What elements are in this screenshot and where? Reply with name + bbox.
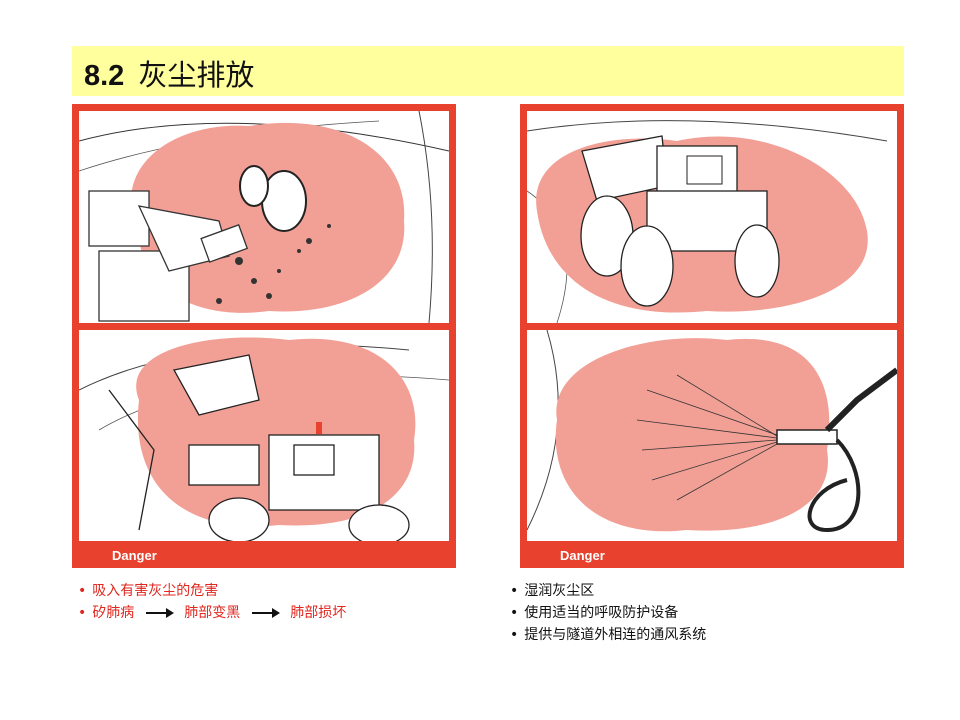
page-title: 8.2 灰尘排放 [84, 52, 254, 94]
danger-panel-left: Danger [72, 104, 456, 568]
list-item: •提供与隧道外相连的通风系统 [510, 624, 706, 646]
danger-label: Danger [560, 548, 605, 563]
tunnel-drill-illustration [79, 111, 449, 323]
water-spray-illustration [527, 330, 897, 541]
bullet-text: 提供与隧道外相连的通风系统 [524, 627, 707, 643]
danger-panel-right: Danger [520, 104, 904, 568]
bullet-text: 肺部变黑 [184, 605, 241, 621]
dump-truck-illustration [527, 111, 897, 323]
section-title: 灰尘排放 [138, 58, 255, 92]
bullet-text: 湿润灰尘区 [524, 583, 595, 599]
bullet-text: 肺部损坏 [290, 605, 347, 621]
section-number: 8.2 [84, 60, 125, 92]
bullet-text: 吸入有害灰尘的危害 [92, 583, 219, 599]
list-item: •吸入有害灰尘的危害 [78, 580, 346, 602]
danger-label: Danger [112, 548, 157, 563]
bullet-text: 矽肺病 [92, 605, 135, 621]
bullet-text: 使用适当的呼吸防护设备 [524, 605, 679, 621]
title-bar: 8.2 灰尘排放 [72, 46, 904, 96]
list-item: •矽肺病 肺部变黑 肺部损坏 [78, 602, 346, 624]
arrow-right-icon [146, 608, 175, 618]
wheel-loader-illustration [79, 330, 449, 541]
arrow-right-icon [252, 608, 281, 618]
list-item: •湿润灰尘区 [510, 580, 706, 602]
hazard-bullets: •吸入有害灰尘的危害 •矽肺病 肺部变黑 肺部损坏 [78, 580, 346, 624]
list-item: •使用适当的呼吸防护设备 [510, 602, 706, 624]
prevention-bullets: •湿润灰尘区 •使用适当的呼吸防护设备 •提供与隧道外相连的通风系统 [510, 580, 706, 646]
